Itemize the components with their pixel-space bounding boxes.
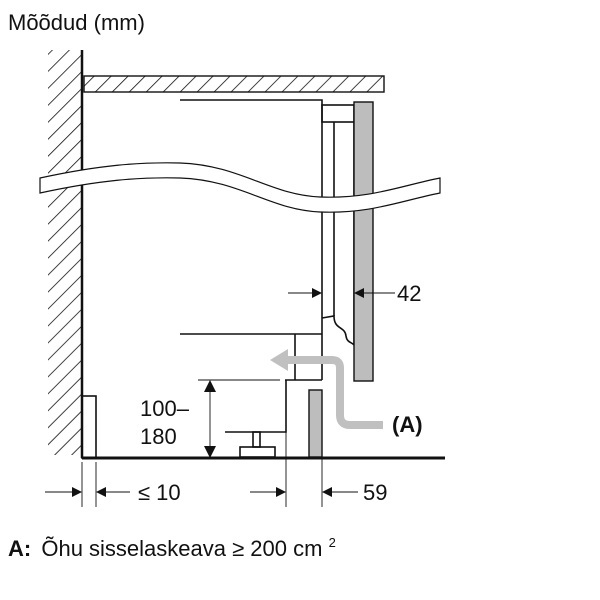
plinth-panel (308, 389, 323, 458)
dimension-plinth-height (198, 379, 280, 458)
dimension-door-gap-label: 42 (397, 281, 421, 306)
plinth-structure (180, 333, 322, 458)
legend-superscript: 2 (329, 535, 336, 550)
break-line (39, 162, 441, 213)
airflow-arrow (270, 349, 383, 429)
dimension-plinth-depth-label: 59 (363, 480, 387, 505)
diagram-title: Mõõdud (mm) (8, 10, 145, 35)
door-panel (353, 101, 374, 382)
dimension-plinth-height-label-bottom: 180 (140, 424, 177, 449)
callout-label: (A) (392, 412, 423, 437)
wall-spacer (81, 395, 97, 459)
legend: A: Õhu sisselaskeava ≥ 200 cm 2 (8, 535, 336, 561)
dimension-wall-gap-label: ≤ 10 (138, 480, 181, 505)
appliance-body (180, 99, 355, 380)
svg-text:A: Õhu sisselaskeava ≥ 2: A: Õhu sisselaskeava ≥ 200 cm 2 (8, 535, 336, 561)
wall (48, 50, 84, 458)
dimension-plinth-height-label-top: 100– (140, 396, 190, 421)
countertop (83, 75, 385, 93)
legend-text: Õhu sisselaskeava ≥ 200 cm (41, 536, 322, 561)
legend-key: A: (8, 536, 31, 561)
